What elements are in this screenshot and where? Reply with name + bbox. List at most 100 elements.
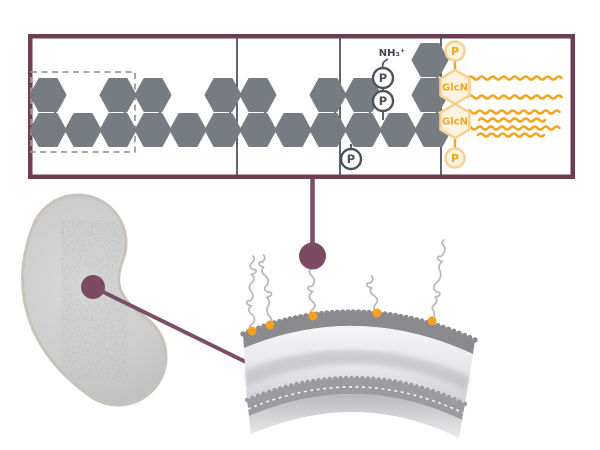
lipid-head-bump — [445, 326, 452, 332]
lipid-head-bump — [282, 317, 288, 323]
lps-hair — [431, 239, 446, 322]
lipid-head-bump — [413, 317, 420, 323]
lps-head-dot — [372, 308, 382, 318]
lps-head-dot — [247, 326, 257, 336]
sugar-hexagon — [344, 113, 382, 147]
lipid-head-bump — [294, 382, 299, 387]
inner-leaflet-dashes — [247, 386, 464, 414]
phosphate-circle-gray — [371, 89, 395, 113]
lipid-head-bump — [392, 312, 399, 319]
phosphate-circle-orange — [444, 147, 466, 169]
o-antigen-repeat-box — [30, 71, 136, 153]
sugar-hexagon — [274, 113, 312, 147]
lipid-head-bump — [349, 375, 354, 381]
lipid-head-bump — [366, 309, 372, 316]
phosphate-label: P — [379, 71, 387, 85]
glcn-label: GlcN — [442, 83, 468, 94]
lps-hair — [258, 254, 273, 326]
lipid-head-bump — [382, 311, 388, 317]
bacterium-texture — [25, 198, 163, 402]
lipid-head-bump — [472, 337, 478, 343]
sugar-hexagon — [99, 78, 137, 112]
lipid-head-bump — [361, 309, 367, 315]
lipid-head-bump — [261, 391, 266, 396]
lps-head-dot — [308, 311, 318, 321]
lipid-head-bump — [387, 312, 393, 318]
membrane-bottom-band — [249, 393, 462, 438]
lipid-head-bump — [436, 390, 441, 396]
lipid-head-bump — [256, 325, 262, 331]
sugar-hexagon — [204, 78, 242, 112]
lipid-head-bump — [327, 376, 332, 382]
lipid-head-bump — [278, 386, 283, 391]
lipid-head-bump — [272, 387, 277, 393]
acyl-chain — [466, 75, 563, 81]
lipid-head-bump — [398, 380, 403, 385]
lipid-head-bump — [451, 328, 457, 334]
lipid-head-bump — [462, 401, 468, 407]
panel-zoom-circle — [299, 242, 326, 270]
lipid-head-bump — [446, 394, 452, 400]
lipid-head-bump — [452, 397, 457, 402]
lipid-head-bump — [311, 378, 316, 384]
lipid-head-bump — [305, 379, 310, 385]
lipid-head-bump — [350, 309, 356, 315]
sugar-hexagon — [379, 113, 417, 147]
glcn-hexagon — [439, 102, 471, 140]
lipid-head-bump — [408, 315, 414, 322]
lipid-head-bump — [365, 376, 371, 381]
bacterium — [21, 193, 168, 407]
bacterium-zoom-circle — [81, 275, 105, 299]
lipid-head-bump — [467, 334, 473, 341]
lipid-head-bump — [440, 324, 446, 331]
sugar-hexagon — [204, 113, 242, 147]
lipid-head-bump — [261, 323, 267, 329]
lipid-head-bump — [354, 375, 360, 381]
lipid-head-bump — [425, 387, 430, 392]
lipid-head-bump — [303, 313, 309, 319]
sugar-hexagon — [309, 78, 347, 112]
lipid-head-bump — [318, 310, 325, 317]
sugar-hexagon — [309, 113, 347, 147]
lipid-head-bump — [276, 318, 283, 325]
lipid-head-bump — [435, 323, 441, 329]
lipid-head-bump — [371, 376, 376, 381]
sugar-hexagon — [239, 113, 277, 147]
lipid-head-bump — [461, 332, 468, 339]
sugar-hexagon — [239, 78, 277, 112]
lipid-head-bump — [292, 315, 299, 321]
sugar-hexagon — [411, 43, 449, 77]
bacterium-membrane-connector — [81, 275, 251, 366]
lipid-head-bump — [244, 397, 250, 403]
membrane-mid-shading — [245, 349, 469, 390]
membrane-cross-section — [240, 239, 478, 438]
lipid-head-bump — [457, 399, 462, 404]
lipid-head-bump — [398, 313, 404, 320]
lipid-head-bump — [283, 384, 288, 389]
lipid-head-bump — [329, 309, 335, 316]
bacterium-zoom-line — [92, 285, 251, 366]
lps-hair — [366, 275, 379, 314]
lipid-head-bump — [343, 375, 349, 381]
phosphate-label: P — [451, 152, 459, 165]
lipid-head-bump — [382, 377, 387, 383]
lipid-head-bump — [316, 378, 321, 383]
lipid-head-bump — [414, 384, 419, 389]
lipid-head-bump — [403, 381, 408, 386]
acyl-chain — [464, 125, 561, 131]
lipid-head-bump — [334, 309, 341, 315]
lps-hair — [245, 255, 257, 332]
sugar-hexagon — [134, 78, 172, 112]
phosphate-label: P — [347, 152, 355, 166]
lipid-head-bump — [419, 385, 425, 390]
lipid-head-bump — [387, 378, 392, 383]
lipid-head-bump — [338, 376, 343, 381]
lipid-head-bump — [300, 380, 305, 386]
sugar-hexagon — [64, 113, 102, 147]
acyl-chain — [464, 109, 561, 115]
lipid-head-bump — [297, 314, 304, 320]
sugar-hexagon — [99, 113, 137, 147]
